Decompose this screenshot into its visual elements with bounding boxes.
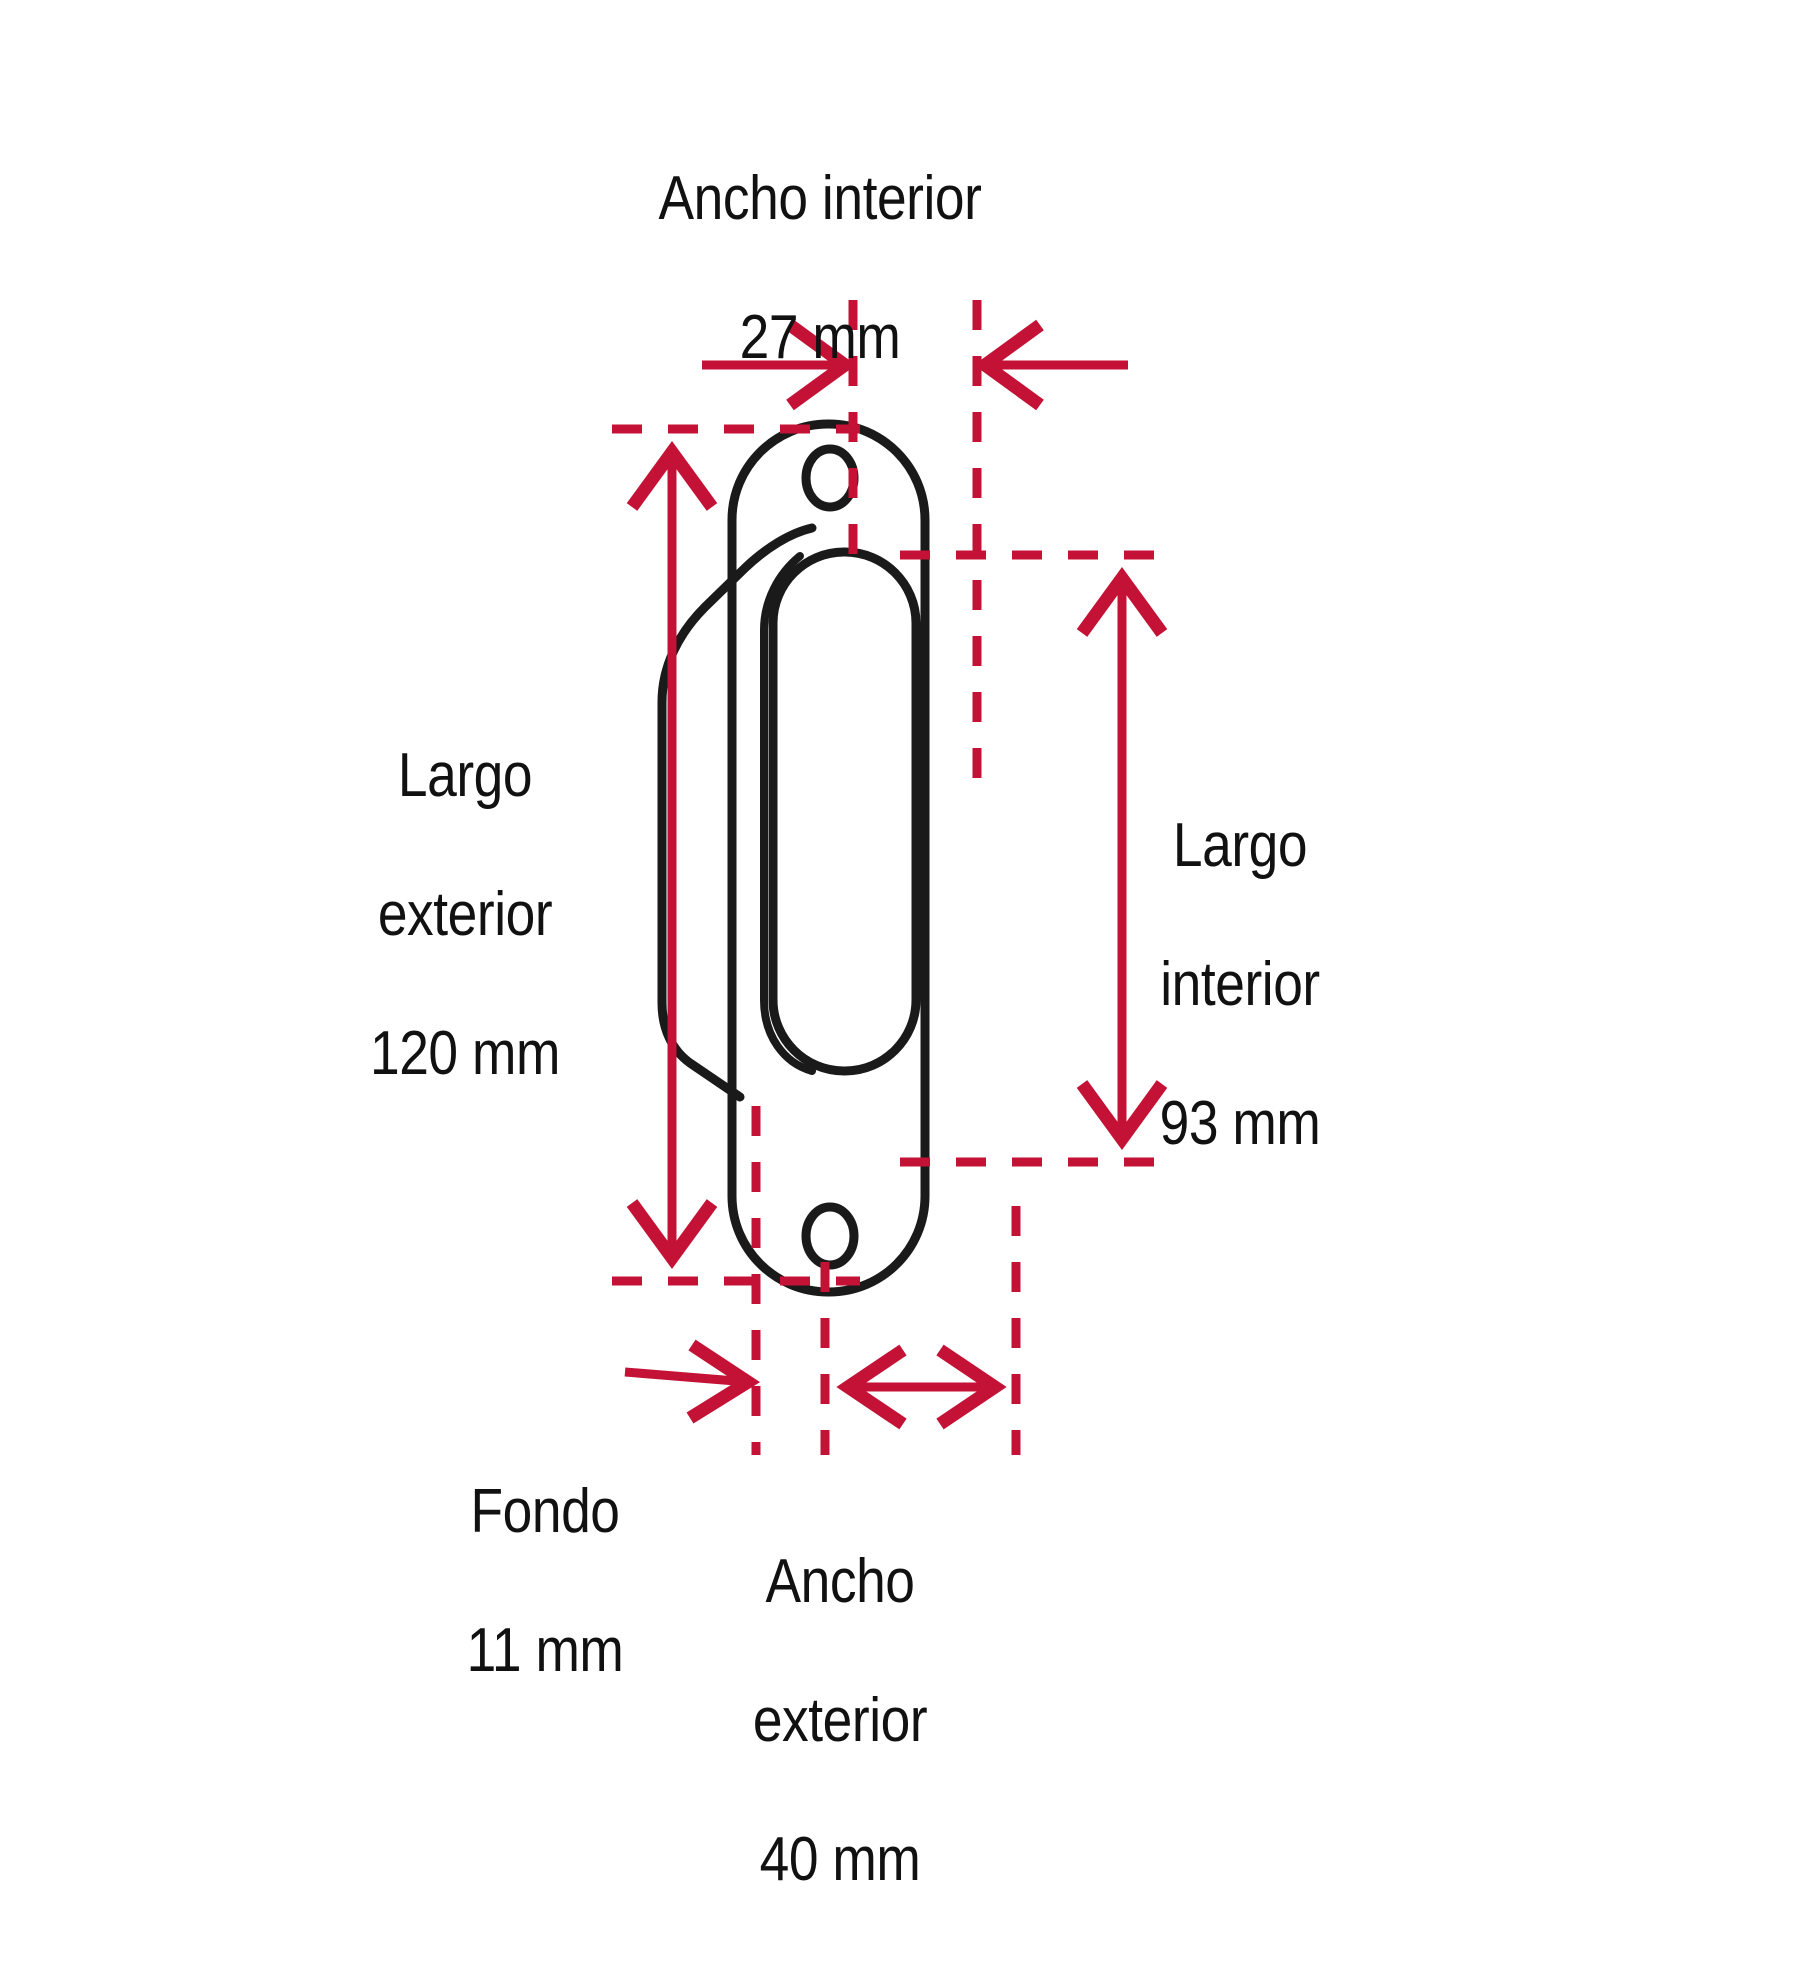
arrow-shaft-fondo xyxy=(624,1367,749,1387)
arrow-head-ancho-int-left xyxy=(786,319,857,411)
inner-recess-outline xyxy=(768,547,921,1076)
label-ancho-exterior-value: 40 mm xyxy=(759,1825,921,1895)
label-fondo-name: Fondo xyxy=(470,1477,620,1547)
label-largo-exterior-name-1: Largo xyxy=(397,741,533,811)
label-ancho-interior: Ancho interior 27 mm xyxy=(549,95,1091,442)
label-largo-interior: Largo interior 93 mm xyxy=(1034,742,1447,1228)
label-largo-interior-name-2: interior xyxy=(1160,950,1320,1020)
label-ancho-exterior-name-1: Ancho xyxy=(765,1547,915,1617)
label-ancho-interior-value: 27 mm xyxy=(739,303,901,373)
arrow-head-ancho-ext-right xyxy=(936,1344,1007,1430)
arrow-head-largo-ext-bottom xyxy=(626,1199,718,1270)
dimension-drawing-svg: .dimline { stroke:#C41236; stroke-width:… xyxy=(612,300,1172,1455)
label-largo-interior-name-1: Largo xyxy=(1172,811,1308,881)
label-largo-exterior: Largo exterior 120 mm xyxy=(250,672,680,1158)
arrow-head-largo-int-top xyxy=(1076,566,1168,637)
arrow-head-fondo xyxy=(686,1339,761,1424)
label-ancho-exterior-name-2: exterior xyxy=(752,1686,928,1756)
arrow-head-ancho-int-right xyxy=(973,319,1044,411)
screw-hole-top xyxy=(801,444,859,512)
diagram-canvas: .dimline { stroke:#C41236; stroke-width:… xyxy=(250,95,1447,1895)
dimension-ancho-exterior xyxy=(820,1206,1021,1455)
arrow-head-largo-ext-top xyxy=(626,440,718,511)
label-largo-interior-value: 93 mm xyxy=(1159,1089,1321,1159)
product-outline xyxy=(657,419,930,1297)
label-fondo-value: 11 mm xyxy=(466,1616,624,1686)
label-largo-exterior-value: 120 mm xyxy=(369,1019,561,1089)
recess-back-wall-outline xyxy=(760,552,816,1075)
dimension-largo-interior xyxy=(900,550,1172,1167)
label-ancho-exterior: Ancho exterior 40 mm xyxy=(642,1478,1038,1964)
screw-hole-bottom xyxy=(801,1202,859,1270)
arrow-head-largo-int-bottom xyxy=(1076,1080,1168,1151)
label-fondo: Fondo 11 mm xyxy=(373,1408,717,1755)
arrow-head-ancho-ext-left xyxy=(836,1344,907,1430)
depth-face-outline xyxy=(657,523,817,1102)
label-ancho-interior-name: Ancho interior xyxy=(658,164,982,234)
dimension-fondo xyxy=(612,1106,860,1455)
label-largo-exterior-name-2: exterior xyxy=(377,880,553,950)
